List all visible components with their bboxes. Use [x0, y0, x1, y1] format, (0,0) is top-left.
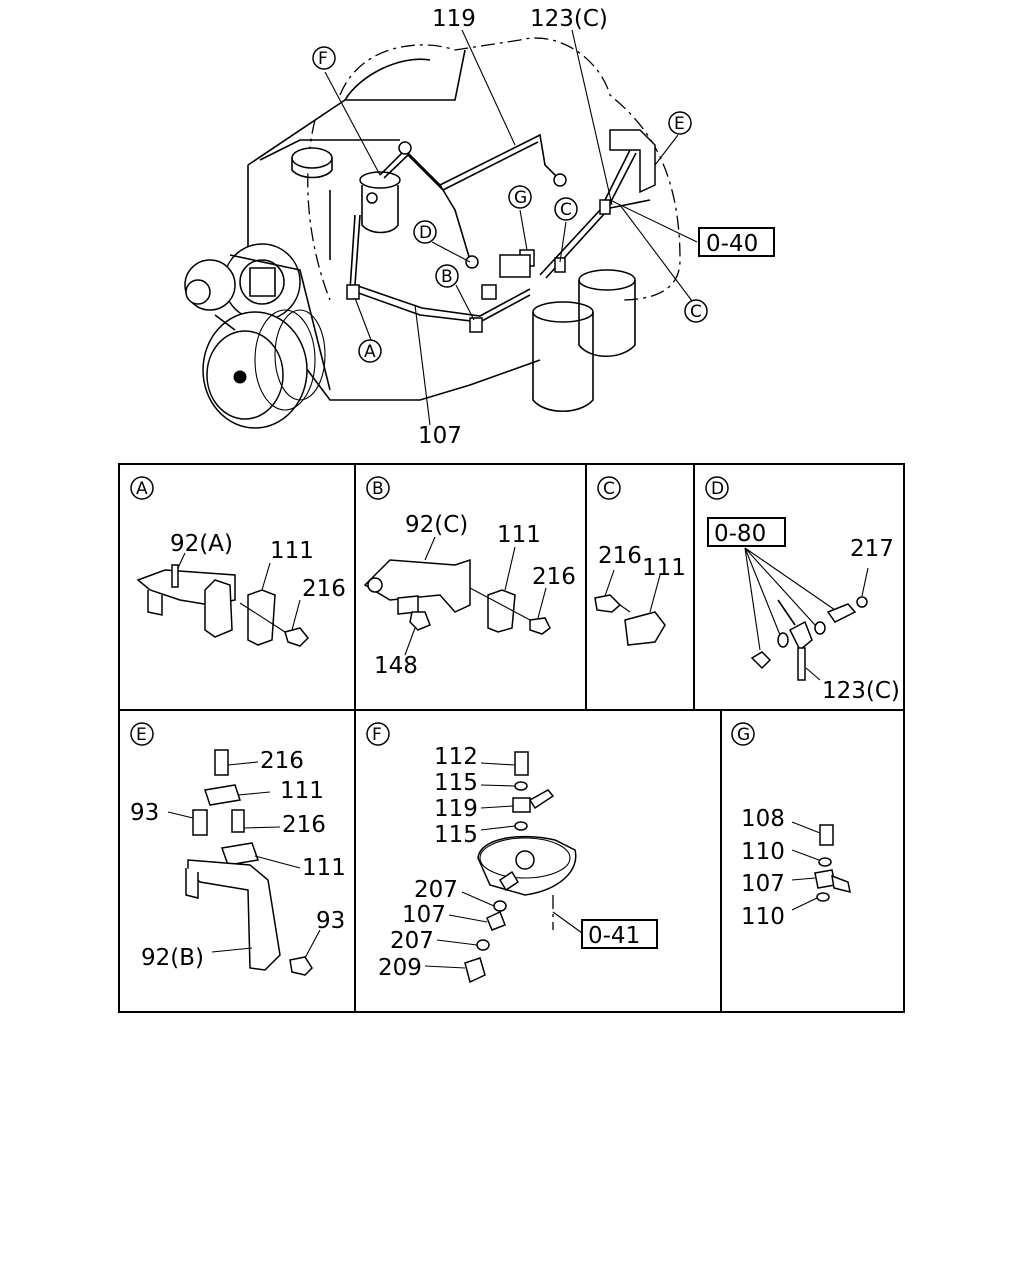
- svg-text:E: E: [674, 114, 685, 134]
- panel-F: F 0-41 112 115 119 115 207 107 207 209: [366, 722, 658, 984]
- panel-G-label-107: 107: [741, 871, 785, 897]
- callout-F: F: [312, 46, 336, 70]
- panel-F-label-115-top: 115: [434, 770, 478, 796]
- panel-F-ref-0-41: 0-41: [588, 923, 640, 949]
- label-119: 119: [432, 6, 476, 32]
- callout-D: D: [413, 220, 437, 244]
- ref-box-0-40: [698, 227, 775, 257]
- svg-text:G: G: [737, 725, 750, 745]
- panel-F-label-207-bottom: 207: [390, 928, 434, 954]
- panel-F-label-115-bottom: 115: [434, 822, 478, 848]
- panel-E: E 216 111 93 216 111 93 92(B): [130, 722, 346, 976]
- panel-B-label-92c: 92(C): [405, 512, 468, 538]
- panel-G-letter: G: [731, 722, 755, 746]
- panel-D-label-123c: 123(C): [822, 678, 900, 704]
- ref-box-0-41: [581, 919, 658, 949]
- svg-text:B: B: [441, 267, 453, 287]
- panel-G: G 108 110 107 110: [731, 722, 851, 930]
- panel-E-label-216-mid: 216: [282, 812, 326, 838]
- svg-text:C: C: [560, 200, 572, 220]
- panel-E-label-216-top: 216: [260, 748, 304, 774]
- panel-B-letter: B: [366, 476, 390, 500]
- ref-0-40: 0-40: [706, 231, 758, 257]
- svg-text:F: F: [318, 49, 328, 69]
- callout-C-lower: C: [684, 299, 708, 323]
- panel-E-letter: E: [130, 722, 154, 746]
- panel-E-label-111-top: 111: [280, 778, 324, 804]
- panel-E-label-92b: 92(B): [141, 945, 204, 971]
- panel-F-label-119: 119: [434, 796, 478, 822]
- panel-B-label-216: 216: [532, 564, 576, 590]
- callout-A: A: [358, 339, 382, 363]
- panel-F-letter: F: [366, 722, 390, 746]
- callout-B: B: [435, 264, 459, 288]
- panel-G-label-110-bottom: 110: [741, 904, 785, 930]
- panel-B: B 92(C) 111 216 148: [363, 476, 576, 679]
- panel-D-ref-0-80: 0-80: [714, 521, 766, 547]
- label-123c: 123(C): [530, 6, 608, 32]
- svg-text:D: D: [419, 223, 432, 243]
- detail-grid: [118, 463, 905, 1013]
- panel-E-label-111-mid: 111: [302, 855, 346, 881]
- panel-A: A 92(A) 111 216: [130, 476, 346, 647]
- svg-text:D: D: [711, 479, 724, 499]
- panel-F-label-112: 112: [434, 744, 478, 770]
- panel-C: C 216 111: [594, 476, 686, 646]
- label-107: 107: [418, 423, 462, 449]
- panel-A-label-111: 111: [270, 538, 314, 564]
- svg-text:C: C: [603, 479, 615, 499]
- panel-E-label-93-right: 93: [316, 908, 345, 934]
- svg-text:F: F: [372, 725, 382, 745]
- callout-E: E: [668, 111, 692, 135]
- callout-G: G: [508, 185, 532, 209]
- svg-text:C: C: [690, 302, 702, 322]
- panel-A-label-92a: 92(A): [170, 531, 233, 557]
- panel-B-label-148: 148: [374, 653, 418, 679]
- panel-C-label-216: 216: [598, 543, 642, 569]
- panel-F-label-207-top: 207: [414, 877, 458, 903]
- panel-C-label-111: 111: [642, 555, 686, 581]
- svg-text:G: G: [514, 188, 527, 208]
- panel-F-label-107: 107: [402, 902, 446, 928]
- ref-box-0-80: [707, 517, 786, 547]
- engine-illustration: 119 123(C) 107 0-40 F E G C C D B A: [184, 6, 775, 449]
- svg-text:A: A: [364, 342, 376, 362]
- svg-text:B: B: [372, 479, 384, 499]
- panel-A-label-216: 216: [302, 576, 346, 602]
- svg-text:A: A: [136, 479, 148, 499]
- panel-A-letter: A: [130, 476, 154, 500]
- panel-D-label-217: 217: [850, 536, 894, 562]
- panel-G-label-108: 108: [741, 806, 785, 832]
- panel-G-label-110-top: 110: [741, 839, 785, 865]
- panel-F-label-209: 209: [378, 955, 422, 981]
- panel-C-letter: C: [597, 476, 621, 500]
- panel-D: D 0-80 217 123(C): [705, 476, 900, 704]
- svg-text:E: E: [136, 725, 147, 745]
- panel-D-letter: D: [705, 476, 729, 500]
- callout-C-upper: C: [554, 197, 578, 221]
- panel-B-label-111: 111: [497, 522, 541, 548]
- panel-E-label-93-left: 93: [130, 800, 159, 826]
